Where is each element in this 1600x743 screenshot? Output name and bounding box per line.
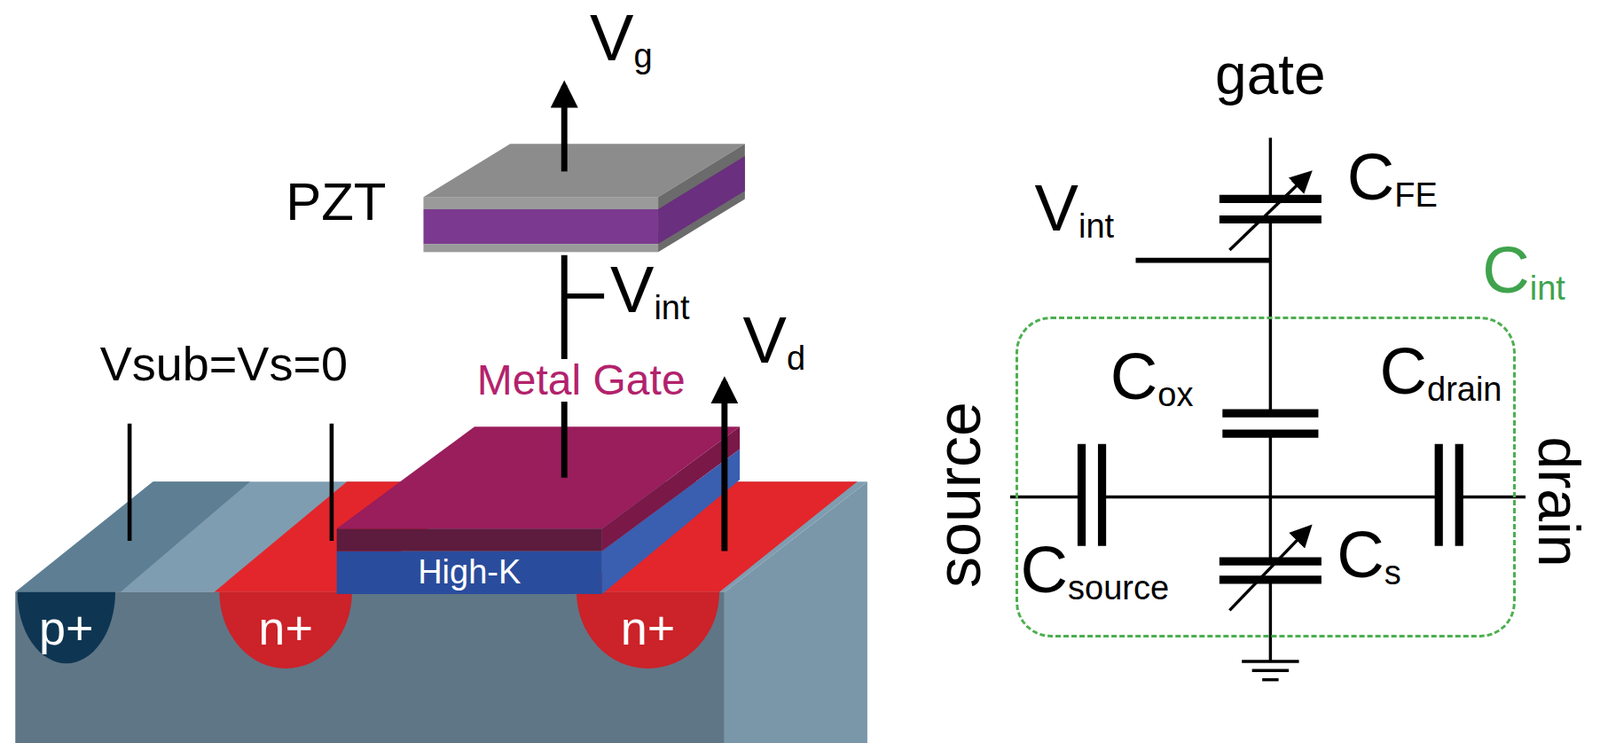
capacitor-symbol <box>1435 444 1444 547</box>
capacitor-symbol <box>1077 444 1086 547</box>
pzt-layer <box>423 243 659 252</box>
terminal-wire <box>564 293 604 299</box>
ground-symbol <box>1241 661 1299 681</box>
capacitor-symbol <box>1098 444 1106 547</box>
terminal-wire <box>561 86 568 173</box>
doped-region <box>219 592 353 669</box>
circuit-wire <box>1010 495 1083 499</box>
substrate <box>15 592 725 743</box>
node-text: n+ <box>258 603 314 652</box>
node-text: Metal Gate <box>473 359 690 402</box>
capacitor-label: CFE <box>1347 144 1438 212</box>
p-plus-region: p+ <box>17 594 116 664</box>
voltage-label: Vsub=Vs=0 <box>100 339 348 388</box>
node-text: High-K <box>417 555 521 589</box>
variable-arrow <box>1229 173 1310 612</box>
ground-symbol <box>1252 669 1289 673</box>
capacitor-label: Cox <box>1110 344 1194 412</box>
gate-stack <box>337 551 603 595</box>
capacitor-symbol <box>1219 556 1322 565</box>
node-text: n+ <box>620 603 676 652</box>
capacitor-symbol <box>1219 215 1322 224</box>
n-plus-region: n+ <box>219 594 353 671</box>
high-k-layer: High-K <box>337 550 603 594</box>
voltage-label: Vint <box>1035 175 1115 244</box>
layer-name: PZT <box>285 175 386 229</box>
terminal-wire <box>329 423 335 542</box>
terminal-name: source <box>927 401 990 589</box>
capacitor-label: Cdrain <box>1379 338 1502 407</box>
terminal-wire <box>721 382 728 552</box>
doped-region <box>17 592 116 665</box>
doped-region <box>576 592 720 669</box>
pzt-layer <box>423 196 659 210</box>
capacitor-symbol <box>1222 409 1318 418</box>
capacitor-label: Csource <box>1020 537 1170 605</box>
pzt-layer <box>423 209 659 244</box>
capacitor-symbol <box>1219 195 1322 204</box>
node-text: p+ <box>39 603 95 652</box>
capacitor-symbol <box>1222 430 1318 439</box>
capacitor-label: Cs <box>1336 522 1402 590</box>
variable-arrow <box>1229 173 1310 251</box>
terminal-wire <box>129 86 725 552</box>
circuit-wire <box>1458 495 1526 499</box>
n-plus-region: n+ <box>576 594 720 671</box>
ground-symbol <box>1241 659 1299 663</box>
circuit-wire <box>1102 495 1440 499</box>
ground-symbol <box>1262 678 1279 682</box>
substrate <box>15 481 251 592</box>
circuit-wire <box>1269 580 1272 662</box>
voltage-label: Vd <box>743 307 807 376</box>
capacitor-symbol <box>1455 444 1464 547</box>
circuit-wire <box>1010 137 1526 662</box>
pzt-layer <box>658 143 746 252</box>
capacitor-symbol <box>1219 575 1322 584</box>
gate-stack <box>337 528 603 551</box>
voltage-label: Vint <box>610 257 691 325</box>
pzt-layer <box>423 143 745 252</box>
terminal-wire <box>127 423 133 542</box>
node-text: Cint <box>1482 237 1566 306</box>
circuit-wire <box>1269 137 1272 199</box>
circuit-wire <box>1136 258 1271 264</box>
gate-stack <box>602 426 740 551</box>
voltage-label: Vg <box>589 5 653 73</box>
pzt-layer <box>658 156 746 244</box>
terminal-name: gate <box>1215 46 1326 103</box>
gate-stack <box>337 426 740 595</box>
variable-arrow <box>1229 527 1310 611</box>
metal-gate: Metal Gate <box>337 359 740 551</box>
terminal-name: drain <box>1529 437 1589 568</box>
